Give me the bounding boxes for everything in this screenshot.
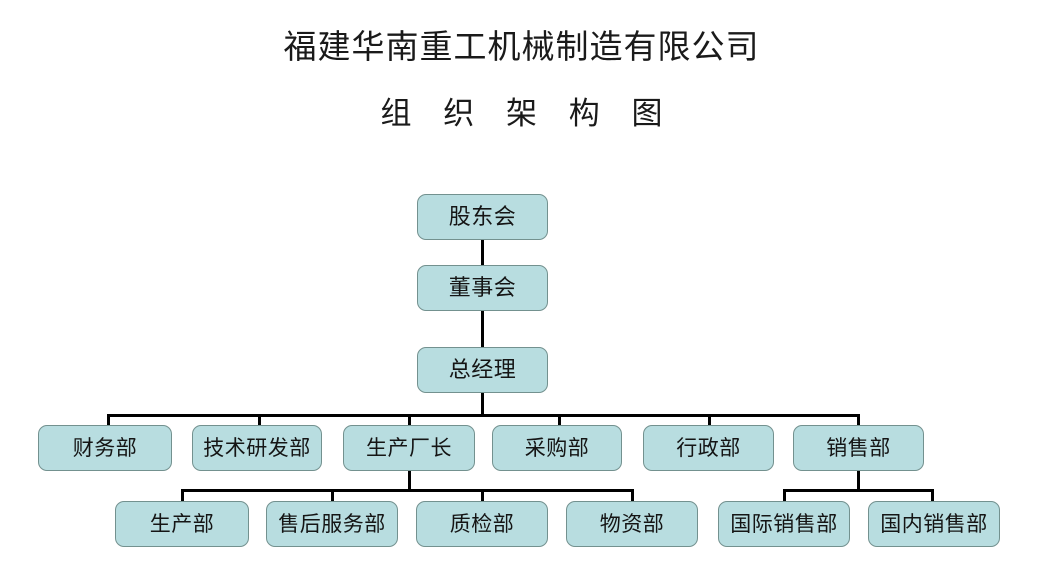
- org-node[interactable]: 财务部: [38, 425, 172, 471]
- org-node-label: 董事会: [448, 275, 517, 300]
- org-node-label: 财务部: [72, 435, 138, 460]
- org-node-label: 技术研发部: [203, 435, 311, 460]
- org-node[interactable]: 董事会: [417, 265, 548, 311]
- gm-branch-admin: [708, 414, 711, 426]
- gm-branch-rnd: [258, 414, 261, 426]
- gm-branch-sales: [857, 414, 860, 426]
- gm-bus: [107, 414, 860, 417]
- sales-drop: [857, 471, 860, 491]
- org-node[interactable]: 销售部: [793, 425, 924, 471]
- org-node-label: 股东会: [448, 204, 517, 229]
- org-node-label: 生产厂长: [366, 435, 452, 460]
- org-node-label: 生产部: [149, 511, 215, 536]
- org-node[interactable]: 行政部: [643, 425, 774, 471]
- page-subtitle: 组 织 架 构 图: [380, 96, 675, 131]
- gm-branch-purchasing: [558, 414, 561, 426]
- org-node-label: 物资部: [599, 511, 665, 536]
- org-node[interactable]: 技术研发部: [192, 425, 322, 471]
- prod-branch-quality: [481, 489, 484, 502]
- org-node[interactable]: 物资部: [566, 501, 698, 547]
- org-node[interactable]: 国际销售部: [718, 501, 850, 547]
- link-board-to-gm: [481, 311, 484, 347]
- prod-branch-materials: [631, 489, 634, 502]
- sales-bus: [783, 489, 934, 492]
- org-node[interactable]: 国内销售部: [868, 501, 1000, 547]
- link-shareholders-to-board: [481, 240, 484, 265]
- org-node-label: 总经理: [448, 357, 517, 382]
- gm-drop: [481, 393, 484, 416]
- production-bus: [181, 489, 633, 492]
- org-node[interactable]: 总经理: [417, 347, 548, 393]
- gm-branch-finance: [107, 414, 110, 426]
- gm-branch-production-chief: [408, 414, 411, 426]
- sales-branch-international: [783, 489, 786, 502]
- org-node[interactable]: 采购部: [492, 425, 622, 471]
- org-node-label: 质检部: [449, 511, 515, 536]
- org-node-label: 国内销售部: [880, 511, 988, 536]
- org-node-label: 售后服务部: [278, 511, 386, 536]
- page-title: 福建华南重工机械制造有限公司: [283, 30, 760, 66]
- prod-branch-aftersales: [331, 489, 334, 502]
- sales-branch-domestic: [931, 489, 934, 502]
- org-node[interactable]: 股东会: [417, 194, 548, 240]
- org-node[interactable]: 生产部: [115, 501, 249, 547]
- org-node[interactable]: 质检部: [416, 501, 548, 547]
- org-node-label: 销售部: [826, 435, 891, 460]
- production-chief-drop: [408, 471, 411, 491]
- org-node-label: 行政部: [676, 435, 741, 460]
- org-node[interactable]: 生产厂长: [343, 425, 475, 471]
- prod-branch-production: [181, 489, 184, 502]
- org-node-label: 国际销售部: [730, 511, 838, 536]
- org-node[interactable]: 售后服务部: [266, 501, 398, 547]
- org-node-label: 采购部: [524, 435, 590, 460]
